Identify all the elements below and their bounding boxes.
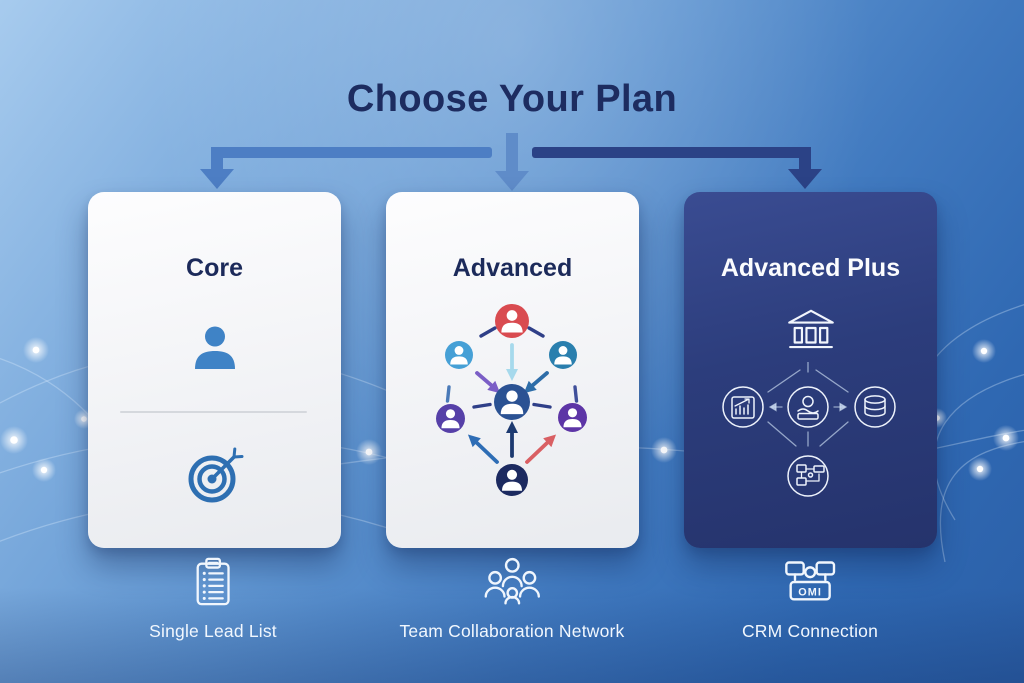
clipboard-list-icon	[196, 557, 230, 606]
plan-title: Advanced	[452, 254, 573, 282]
page-title: Choose Your Plan	[346, 78, 678, 120]
person-node-lightblue	[445, 341, 473, 369]
plan-title: Advanced Plus	[720, 254, 901, 282]
network-dashes	[445, 326, 579, 409]
person-node-red	[495, 304, 529, 338]
arrow-stem-center	[506, 133, 518, 171]
contact-icon	[797, 395, 819, 420]
feature-label: Team Collaboration Network	[399, 621, 625, 641]
plan-card-advanced[interactable]: Advanced	[386, 192, 639, 548]
connector-bar-left	[211, 147, 492, 158]
target-icon	[188, 447, 243, 503]
arrow-down-icon	[495, 171, 529, 191]
arrow-down-icon	[200, 169, 234, 189]
divider	[120, 411, 307, 413]
connector-bar-right	[532, 147, 811, 158]
plan-title: Core	[186, 254, 243, 282]
feature-team-collaboration: Team Collaboration Network	[362, 556, 662, 642]
plan-card-core[interactable]: Core	[88, 192, 341, 548]
person-node-navy	[496, 464, 528, 496]
database-icon	[864, 395, 886, 417]
arrow-stem-left	[211, 147, 223, 170]
diamond-links	[767, 362, 849, 447]
crm-connection-icon: OMI	[784, 561, 836, 601]
feature-crm-connection: OMI CRM Connection	[660, 556, 960, 642]
arrow-stem-right	[799, 147, 811, 170]
plan-card-advanced-plus[interactable]: Advanced Plus	[684, 192, 937, 548]
person-node-teal	[549, 341, 577, 369]
person-icon	[194, 326, 235, 369]
glow-dots	[0, 337, 1019, 482]
network-arrows	[467, 343, 557, 464]
person-node-purple	[436, 404, 465, 433]
team-people-icon	[484, 557, 540, 605]
workflow-icon	[796, 464, 825, 486]
integration-diagram	[722, 362, 896, 497]
bank-icon	[787, 309, 834, 349]
feature-single-lead-list: Single Lead List	[63, 556, 363, 642]
arrow-down-icon	[788, 169, 822, 189]
feature-label: CRM Connection	[741, 621, 879, 641]
feature-label: Single Lead List	[149, 621, 277, 641]
person-node-center	[494, 384, 530, 420]
analytics-chart-icon	[731, 396, 755, 419]
team-network-graphic	[436, 304, 587, 496]
person-node-violet	[558, 403, 587, 432]
crm-icon-text: OMI	[798, 587, 822, 599]
